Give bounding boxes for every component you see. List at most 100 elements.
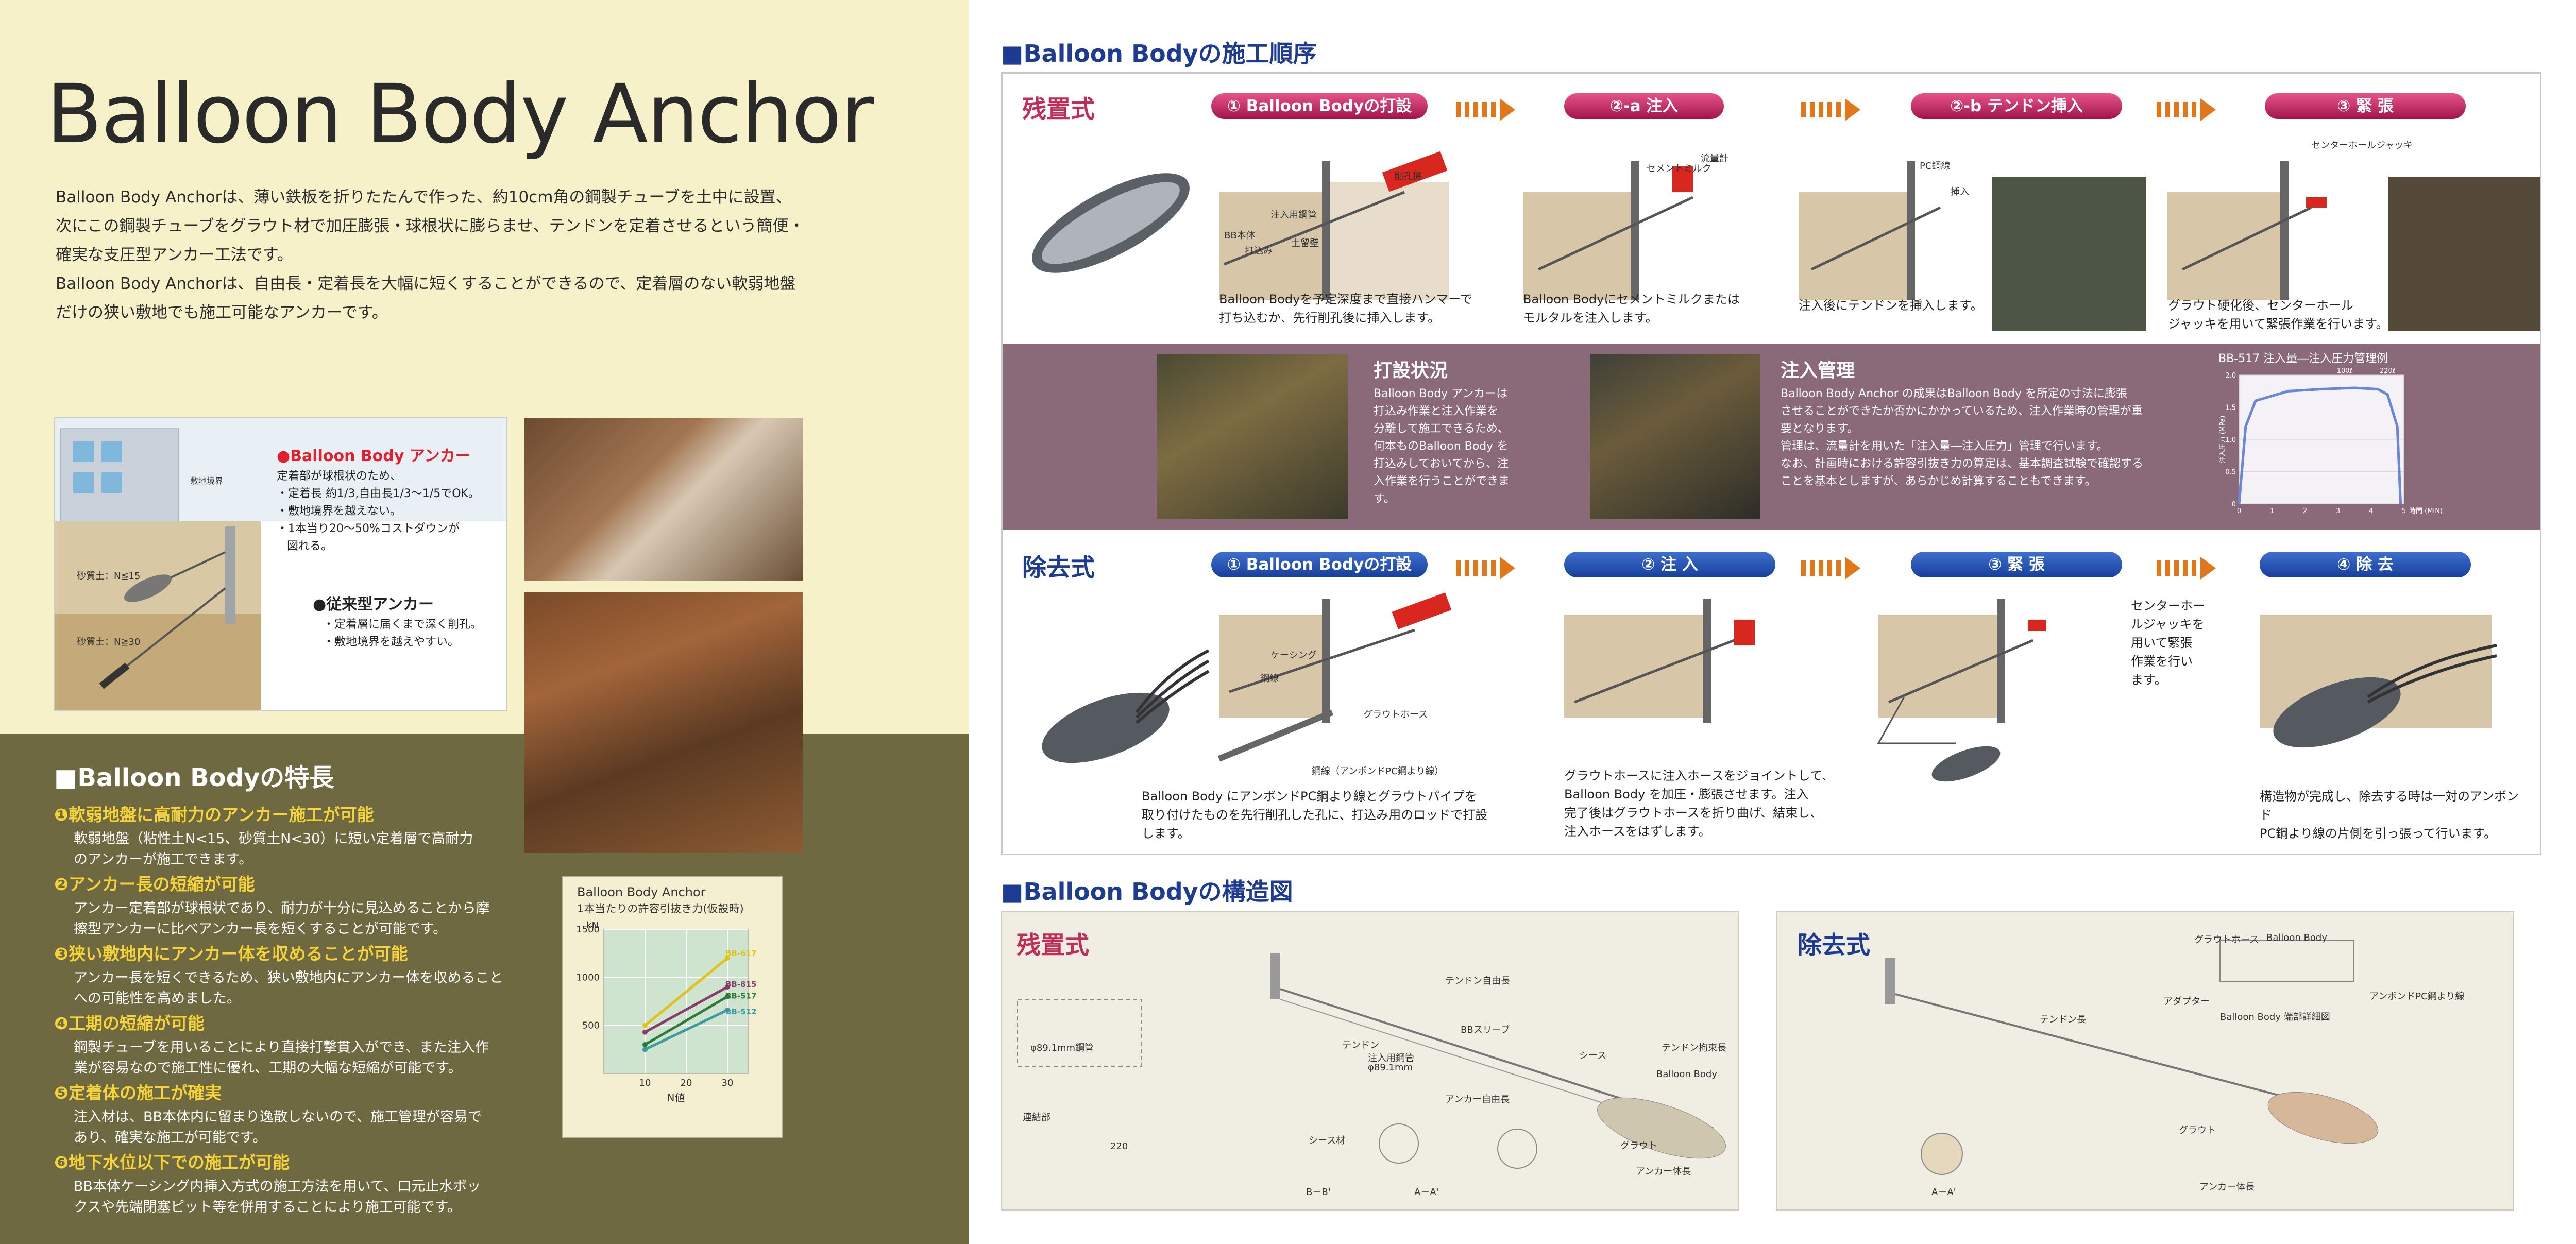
excavated-bulb-photo: [524, 592, 803, 853]
intro-line: Balloon Body Anchorは、自由長・定着長を大幅に短くすることがで…: [56, 275, 796, 293]
process-panel: 残置式 ① Balloon Bodyの打設 ②-a 注入 ②-b テンドン挿入 …: [1001, 72, 2541, 855]
intro-line: だけの狭い敷地でも施工可能なアンカーです。: [56, 303, 388, 322]
process-illustrations-row2: [1042, 592, 2497, 782]
pullout-force-chart: Balloon Body Anchor 1本当たりの許容引抜き力(仮設時) 50…: [562, 876, 783, 1138]
y-tick-label: 1.0: [2225, 436, 2236, 444]
feature-text: アンカー長を短くできるため、狭い敷地内にアンカー体を収めることへの可能性を高めま…: [74, 970, 503, 1007]
band-text: Balloon Body アンカーは 打込み作業と注入作業を 分離して施工できる…: [1374, 387, 1510, 505]
series-label: BB-512: [725, 1007, 756, 1016]
data-point: [725, 1007, 730, 1013]
injection-photo: [1590, 354, 1760, 519]
balloon-body-icon: [1032, 173, 1190, 273]
struct-label: 注入用鋼管: [1368, 1053, 1414, 1064]
struct-label: テンドン長: [2040, 1014, 2086, 1025]
bb-anchor-label: ●Balloon Body アンカー: [277, 447, 471, 465]
feature-item: ❹工期の短縮が可能 鋼製チューブを用いることにより直接打撃貫入ができ、また注入作…: [54, 1010, 518, 1079]
x-tick-label: 1: [2270, 507, 2274, 515]
old-anchor-notes: ・定着層に届くまで深く削孔。 ・敷地境界を越えやすい。: [323, 616, 482, 651]
step-caption: Balloon Body にアンボンドPC鋼より線とグラウトパイプを 取り付けた…: [1142, 789, 1488, 841]
struct-label: テンドン拘束長: [1662, 1043, 1726, 1053]
struct-label: BBスリーブ: [1461, 1025, 1510, 1035]
struct-label: アンカー自由長: [1445, 1094, 1510, 1105]
diagram-label: BB本体: [1224, 230, 1256, 241]
struct-label: アンカー体長: [1636, 1166, 1691, 1177]
construction-status-band: 打設状況 Balloon Body アンカーは 打込み作業と注入作業を 分離して…: [1003, 344, 2540, 530]
band-heading: 打設状況: [1374, 360, 1448, 381]
y-tick-label: 2.0: [2225, 372, 2236, 380]
series-line: [2238, 386, 2402, 504]
intro-line: Balloon Body Anchorは、薄い鉄板を折りたたんで作った、約10c…: [56, 188, 792, 207]
note-line: ・敷地境界を越えやすい。: [323, 636, 460, 649]
chart-subtitle: 1本当たりの許容引抜き力(仮設時): [577, 902, 744, 915]
diagram-label: 注入用鋼管: [1270, 210, 1317, 220]
x-tick-label: 30: [722, 1078, 734, 1088]
feature-text: アンカー定着部が球根状であり、耐力が十分に見込めることから摩擦型アンカーに比べア…: [74, 900, 490, 937]
top-mark-label: 100ℓ: [2337, 367, 2352, 375]
brand-title: Balloon Body Anchor: [46, 67, 874, 162]
feature-text: 注入材は、BB本体内に留まり逸散しないので、施工管理が容易であり、確実な施工が可…: [74, 1109, 482, 1146]
x-tick-label: 4: [2369, 507, 2373, 515]
y-axis-label: 注入圧力 (MPa): [2219, 416, 2227, 464]
step-pill: ① Balloon Bodyの打設: [1211, 93, 1428, 119]
x-axis-label: 時間 (MIN): [2409, 507, 2443, 515]
step-caption: センターホー ルジャッキを 用いて緊張 作業を行い ます。: [2131, 599, 2205, 687]
feature-item: ❸狭い敷地内にアンカー体を収めることが可能 アンカー長を短くできるため、狭い敷地…: [54, 940, 518, 1009]
feature-title: ❸狭い敷地内にアンカー体を収めることが可能: [54, 944, 408, 964]
series-label: BB-617: [725, 949, 756, 958]
structure-type-label: 残置式: [1016, 931, 1089, 960]
chart-title: Balloon Body Anchor: [577, 885, 706, 899]
series-label: BB-815: [725, 980, 756, 989]
soil2-label: 砂質土：N≧30: [77, 637, 141, 647]
struct-label: アダプター: [2163, 996, 2210, 1007]
feature-item: ❷アンカー長の短縮が可能 アンカー定着部が球根状であり、耐力が十分に見込めること…: [54, 871, 518, 940]
y-tick-label: 0.5: [2225, 469, 2236, 476]
struct-label: A－A': [1931, 1187, 1956, 1198]
note-line: 定着部が球根状のため、: [277, 470, 402, 483]
x-tick-label: 3: [2336, 507, 2340, 515]
feature-item: ❺定着体の施工が確実 注入材は、BB本体内に留まり逸散しないので、施工管理が容易…: [54, 1079, 518, 1148]
step-pill: ③ 緊 張: [2265, 93, 2466, 119]
series-line: [644, 995, 728, 1046]
process-illustrations-row1: [1032, 151, 2540, 331]
struct-label: シース: [1579, 1050, 1607, 1061]
step-pill: ②-b テンドン挿入: [1911, 93, 2122, 119]
data-point: [725, 994, 730, 999]
feature-text: 鋼製チューブを用いることにより直接打撃貫入ができ、また注入作業が容易なので施工性…: [74, 1039, 489, 1076]
struct-label: Balloon Body 端部詳細図: [2220, 1012, 2330, 1023]
series-line: [644, 957, 728, 1027]
struct-label: アンボンドPC鋼より線: [2369, 991, 2465, 1002]
band-heading: 注入管理: [1781, 360, 1855, 381]
struct-label: アンカー体長: [2199, 1182, 2255, 1192]
features-panel: [0, 734, 969, 1244]
diagram-label: PC鋼線: [1920, 161, 1951, 172]
step-caption: グラウト硬化後、センターホール ジャッキを用いて緊張作業を行います。: [2168, 298, 2388, 331]
arrow-icon: [1801, 557, 1889, 580]
struct-label: グラウトホース: [2194, 934, 2259, 945]
injection-chart-title: BB-517 注入量―注入圧力管理例: [2218, 352, 2388, 365]
top-mark-label: 220ℓ: [2380, 367, 2395, 375]
data-point: [725, 956, 730, 961]
type-remaining-label: 残置式: [1022, 95, 1095, 124]
process-section-title: ■Balloon Bodyの施工順序: [1001, 40, 1317, 67]
series-label: BB-517: [725, 992, 756, 1001]
y-axis-label: kN: [586, 920, 599, 931]
structure-remaining-drawing: [1017, 953, 1726, 1169]
structure-section-title: ■Balloon Bodyの構造図: [1001, 878, 1293, 906]
x-tick-label: 10: [639, 1078, 651, 1088]
feature-text: 軟弱地盤（粘性土N<15、砂質土N<30）に短い定着層で高耐力のアンカーが施工で…: [74, 831, 473, 867]
note-line: ・定着長 約1/3,自由長1/3〜1/5でOK。: [277, 487, 480, 500]
note-line: 図れる。: [287, 540, 333, 553]
step-caption: Balloon Bodyを予定深度まで直接ハンマーで 打ち込むか、先行削孔後に挿…: [1219, 292, 1472, 325]
diagram-label: 流量計: [1701, 153, 1728, 164]
arrow-icon: [1456, 98, 1544, 121]
feature-item: ❻地下水位以下での施工が可能 BB本体ケーシング内挿入方式の施工方法を用いて、口…: [54, 1149, 518, 1218]
struct-label: A－A': [1414, 1187, 1439, 1198]
diagram-label: 打込み: [1245, 246, 1273, 257]
removable-bb-icon: [1042, 649, 1210, 763]
data-point: [725, 984, 730, 990]
y-tick-label: 1000: [576, 972, 600, 983]
step-caption: 注入後にテンドンを挿入します。: [1799, 298, 1983, 313]
struct-label: テンドン: [1342, 1040, 1379, 1051]
